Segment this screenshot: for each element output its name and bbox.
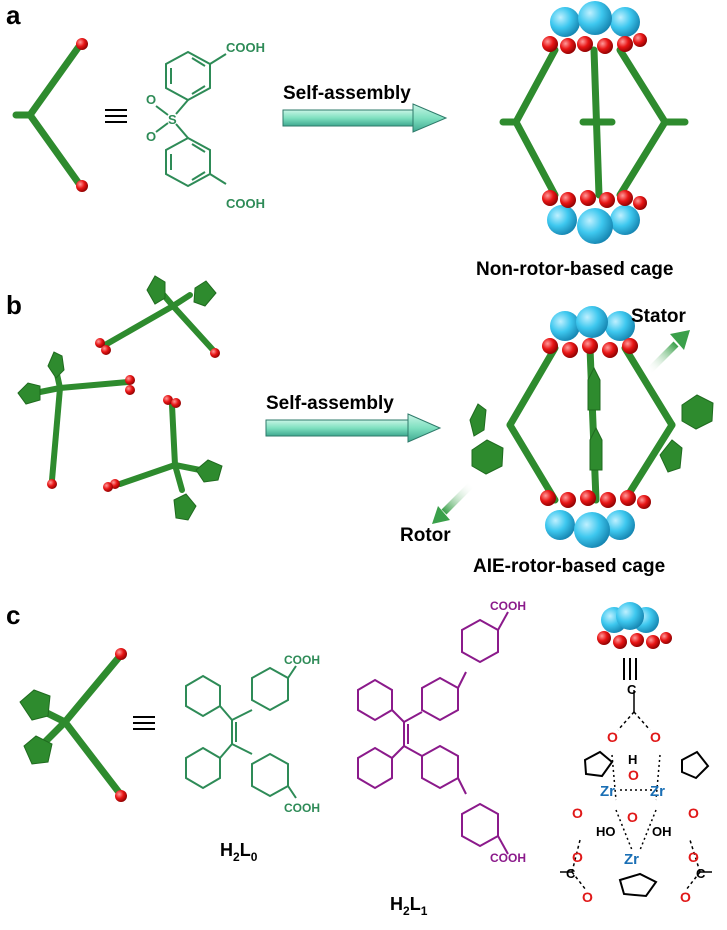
aie-rotor-cage [432, 306, 714, 548]
cage-label: AIE-rotor-based cage [473, 556, 665, 577]
bent-linker-model [12, 41, 84, 189]
stator-arrow [645, 330, 690, 375]
zr-cluster-top [542, 1, 647, 54]
self-assembly-label: Self-assembly [266, 393, 394, 414]
zr-cluster-bottom [540, 490, 651, 548]
zr-cluster-bottom [542, 190, 647, 244]
sulfonyl-dibenzoic-acid [155, 50, 227, 188]
zr-cluster-top [542, 306, 638, 358]
zr-label: Zr [624, 851, 639, 868]
oxygen-label: O [146, 92, 156, 107]
panel-b: b [6, 275, 714, 577]
panel-c: c [6, 599, 712, 918]
zr-cluster-model [597, 602, 672, 649]
ligand-h2l1-structure [357, 611, 509, 855]
non-rotor-cage [499, 1, 689, 244]
panel-letter-c: c [6, 600, 20, 630]
rotor-arrow [432, 481, 475, 524]
hydroxyl-label: HO [596, 824, 616, 839]
ligand1-label: H2L1 [390, 894, 428, 918]
panel-a: a [6, 0, 689, 280]
oxygen-atom [76, 180, 88, 192]
cooh-label: COOH [226, 196, 265, 211]
panel-letter-b: b [6, 290, 22, 320]
cooh-label: COOH [490, 599, 526, 613]
stator-label: Stator [631, 306, 687, 327]
svg-text:H2L1: H2L1 [390, 894, 428, 918]
sulfur-atom: S [168, 112, 177, 127]
self-assembly-arrow [265, 413, 442, 443]
tpe-linker-model [19, 648, 127, 802]
oxygen-label: O [582, 889, 593, 905]
carbon-label: C [696, 866, 706, 881]
carbon-label: C [566, 866, 576, 881]
cooh-label: COOH [284, 801, 320, 815]
ligand0-label: H2L0 [220, 840, 258, 864]
oxygen-label: O [688, 805, 699, 821]
svg-text:H2L0: H2L0 [220, 840, 258, 864]
carbon-label: C [627, 682, 637, 697]
oxygen-label: O [146, 129, 156, 144]
cooh-label: COOH [284, 653, 320, 667]
zr-label: Zr [600, 783, 615, 800]
cage-label: Non-rotor-based cage [476, 259, 673, 280]
hydrogen-label: H [628, 752, 637, 767]
self-assembly-label: Self-assembly [283, 83, 411, 104]
oxygen-label: O [680, 889, 691, 905]
phenyl-rings [17, 275, 223, 521]
self-assembly-arrow [282, 103, 448, 133]
cooh-label: COOH [490, 851, 526, 865]
ligand-h2l0-structure [185, 665, 297, 799]
oxygen-label: O [607, 729, 618, 745]
oxygen-label: O [572, 805, 583, 821]
equivalence-sign [133, 716, 155, 730]
ligand-models [32, 282, 216, 493]
rotor-label: Rotor [400, 525, 451, 546]
oxygen-label: O [628, 767, 639, 783]
zr-label: Zr [650, 783, 665, 800]
equivalence-sign-vertical [623, 658, 637, 680]
zr3-cluster-drawing: C O O H O Zr Zr O O O HO OH Zr O O C C O… [560, 682, 712, 905]
cooh-label: COOH [226, 40, 265, 55]
oxygen-label: O [650, 729, 661, 745]
hydroxyl-label: OH [652, 824, 672, 839]
panel-letter-a: a [6, 0, 21, 30]
oxygen-atom [76, 38, 88, 50]
rotor-phenyl [471, 439, 504, 475]
oxygen-label: O [688, 849, 699, 865]
equivalence-sign [105, 109, 127, 123]
oxygen-label: O [572, 849, 583, 865]
ligand-oxygens [47, 338, 220, 492]
oxygen-label: O [627, 809, 638, 825]
